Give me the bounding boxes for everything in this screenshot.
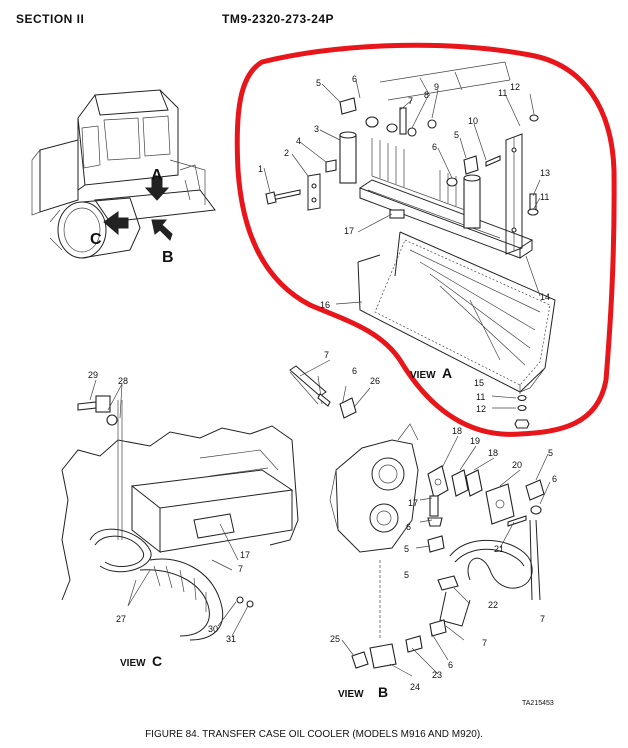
callout: 5: [404, 570, 409, 580]
arrow-letter-c: C: [90, 231, 102, 248]
view-c-letter: C: [152, 653, 162, 669]
callout: 1: [258, 164, 263, 174]
callout: 29: [88, 370, 98, 380]
callout: 17: [344, 226, 354, 236]
callout: 6: [352, 366, 357, 376]
callout: 31: [226, 634, 236, 644]
callout: 7: [540, 614, 545, 624]
callout: 5: [548, 448, 553, 458]
callout: 8: [424, 90, 429, 100]
callout: 11: [476, 392, 485, 402]
callout: 17: [408, 498, 418, 508]
callout: 17: [240, 550, 250, 560]
callout: 27: [116, 614, 126, 624]
callout: 16: [320, 300, 330, 310]
callout: 20: [512, 460, 522, 470]
locator-arrow-c: C: [90, 211, 129, 248]
callout: 25: [330, 634, 340, 644]
callout: 6: [406, 522, 411, 532]
truck-locator-illustration: [31, 89, 216, 259]
view-a-callouts: 1 2 3 4 5 6 7 8 9 5 10 11 12 6 13 11 17 …: [258, 74, 550, 414]
view-a-letter: A: [442, 365, 452, 381]
callout: 2: [284, 148, 289, 158]
callout: 19: [470, 436, 480, 446]
callout: 7: [408, 96, 413, 106]
figure-caption: FIGURE 84. TRANSFER CASE OIL COOLER (MOD…: [145, 729, 483, 740]
callout: 26: [370, 376, 380, 386]
arrow-letter-a: A: [151, 167, 163, 184]
callout: 13: [540, 168, 550, 178]
callout: 4: [296, 136, 301, 146]
locator-arrow-b: B: [151, 219, 174, 266]
callout: 11: [540, 192, 549, 202]
view-c-word: VIEW: [120, 658, 146, 669]
locator-arrow-a: A: [144, 167, 170, 201]
view-c-illustration: [61, 379, 299, 641]
callout: 6: [352, 74, 357, 84]
callout: 5: [454, 130, 459, 140]
view-b-illustration: [289, 359, 551, 677]
figure-code: TA215453: [522, 700, 554, 707]
callout: 12: [510, 82, 520, 92]
callout: 30: [208, 624, 218, 634]
callout: 6: [432, 142, 437, 152]
callout: 24: [410, 682, 420, 692]
callout: 7: [482, 638, 487, 648]
view-b-word: VIEW: [338, 689, 364, 700]
callout: 22: [488, 600, 498, 610]
callout: 9: [434, 82, 439, 92]
callout: 5: [316, 78, 321, 88]
view-c-callouts: 29 28 27 30 31 17 7: [88, 370, 250, 644]
callout: 18: [452, 426, 462, 436]
callout: 10: [468, 116, 478, 126]
callout: 21: [494, 544, 504, 554]
callout: 7: [238, 564, 243, 574]
callout: 6: [448, 660, 453, 670]
callout: 15: [474, 378, 484, 388]
arrow-letter-b: B: [162, 249, 174, 266]
view-a-word: VIEW: [410, 370, 436, 381]
callout: 7: [324, 350, 329, 360]
callout: 14: [540, 292, 550, 302]
view-b-callouts: 7 6 26 18 19 18 20 5 6 17 6 5 21 22 7 25…: [324, 350, 557, 692]
view-a-illustration: [263, 61, 556, 429]
callout: 23: [432, 670, 442, 680]
callout: 6: [552, 474, 557, 484]
callout: 5: [404, 544, 409, 554]
view-a-highlight-outline: [234, 42, 617, 437]
callout: 18: [488, 448, 498, 458]
callout: 11: [498, 88, 507, 98]
callout: 12: [476, 404, 486, 414]
callout: 28: [118, 376, 128, 386]
view-b-letter: B: [378, 684, 388, 700]
section-heading: SECTION II: [16, 12, 85, 26]
callout: 3: [314, 124, 319, 134]
manual-number: TM9-2320-273-24P: [222, 12, 335, 26]
